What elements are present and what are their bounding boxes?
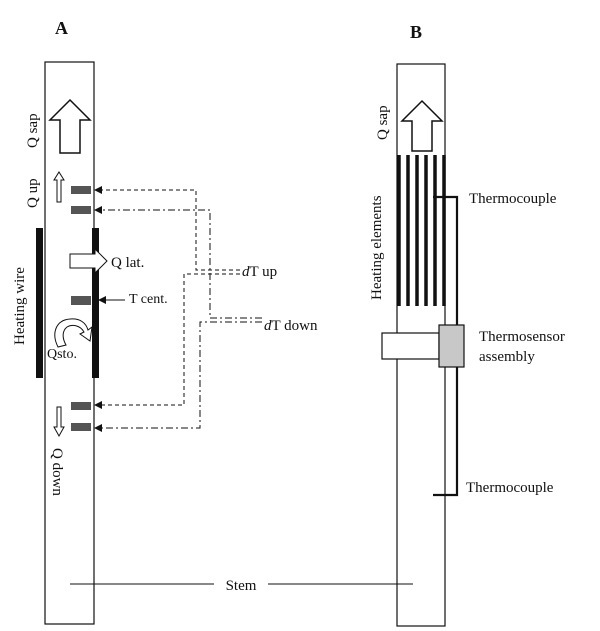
dt-up-connector	[94, 186, 240, 409]
stem-label: Stem	[226, 578, 257, 594]
thermosensor-assembly	[438, 324, 465, 368]
stem-a	[44, 61, 95, 625]
q-sto-label: Qsto.	[47, 347, 77, 362]
panel-a-letter: A	[55, 18, 68, 38]
q-down-label: Q down	[49, 448, 65, 496]
heating-elements-label: Heating elements	[369, 195, 385, 300]
thermocouple-bottom-label: Thermocouple	[466, 480, 554, 496]
heating-wire-label: Heating wire	[12, 267, 28, 345]
panel-b-letter: B	[410, 22, 422, 42]
thermosensor-label-line1: Thermosensor	[479, 329, 565, 345]
dt-up-label: dT up	[242, 264, 277, 280]
dt-down-connector	[94, 206, 262, 432]
t-cent-label: T cent.	[129, 292, 168, 307]
q-up-arrow	[53, 171, 65, 203]
q-lat-arrow	[69, 247, 108, 275]
heating-wire-right-bar	[92, 228, 99, 378]
q-sap-label-b: Q sap	[375, 105, 391, 140]
lower-sensor-1	[71, 402, 91, 410]
heating-wire-left-bar	[36, 228, 43, 378]
upper-sensor-1	[71, 186, 91, 194]
thermosensor-label-line2: assembly	[479, 349, 535, 365]
q-sto-arrow	[54, 318, 93, 348]
lower-sensor-2	[71, 423, 91, 431]
thermocouple-top-label: Thermocouple	[469, 191, 557, 207]
heating-elements	[397, 155, 446, 306]
q-lat-label: Q lat.	[111, 255, 144, 271]
dt-down-label: dT down	[264, 318, 318, 334]
upper-sensor-2	[71, 206, 91, 214]
q-sap-arrow-a	[48, 98, 92, 154]
t-cent-sensor	[71, 296, 91, 305]
q-down-arrow	[53, 406, 65, 438]
thermosensor-housing	[381, 332, 440, 360]
q-sap-arrow-b	[400, 99, 444, 152]
q-up-label: Q up	[25, 178, 41, 208]
q-sap-label-a: Q sap	[25, 113, 41, 148]
